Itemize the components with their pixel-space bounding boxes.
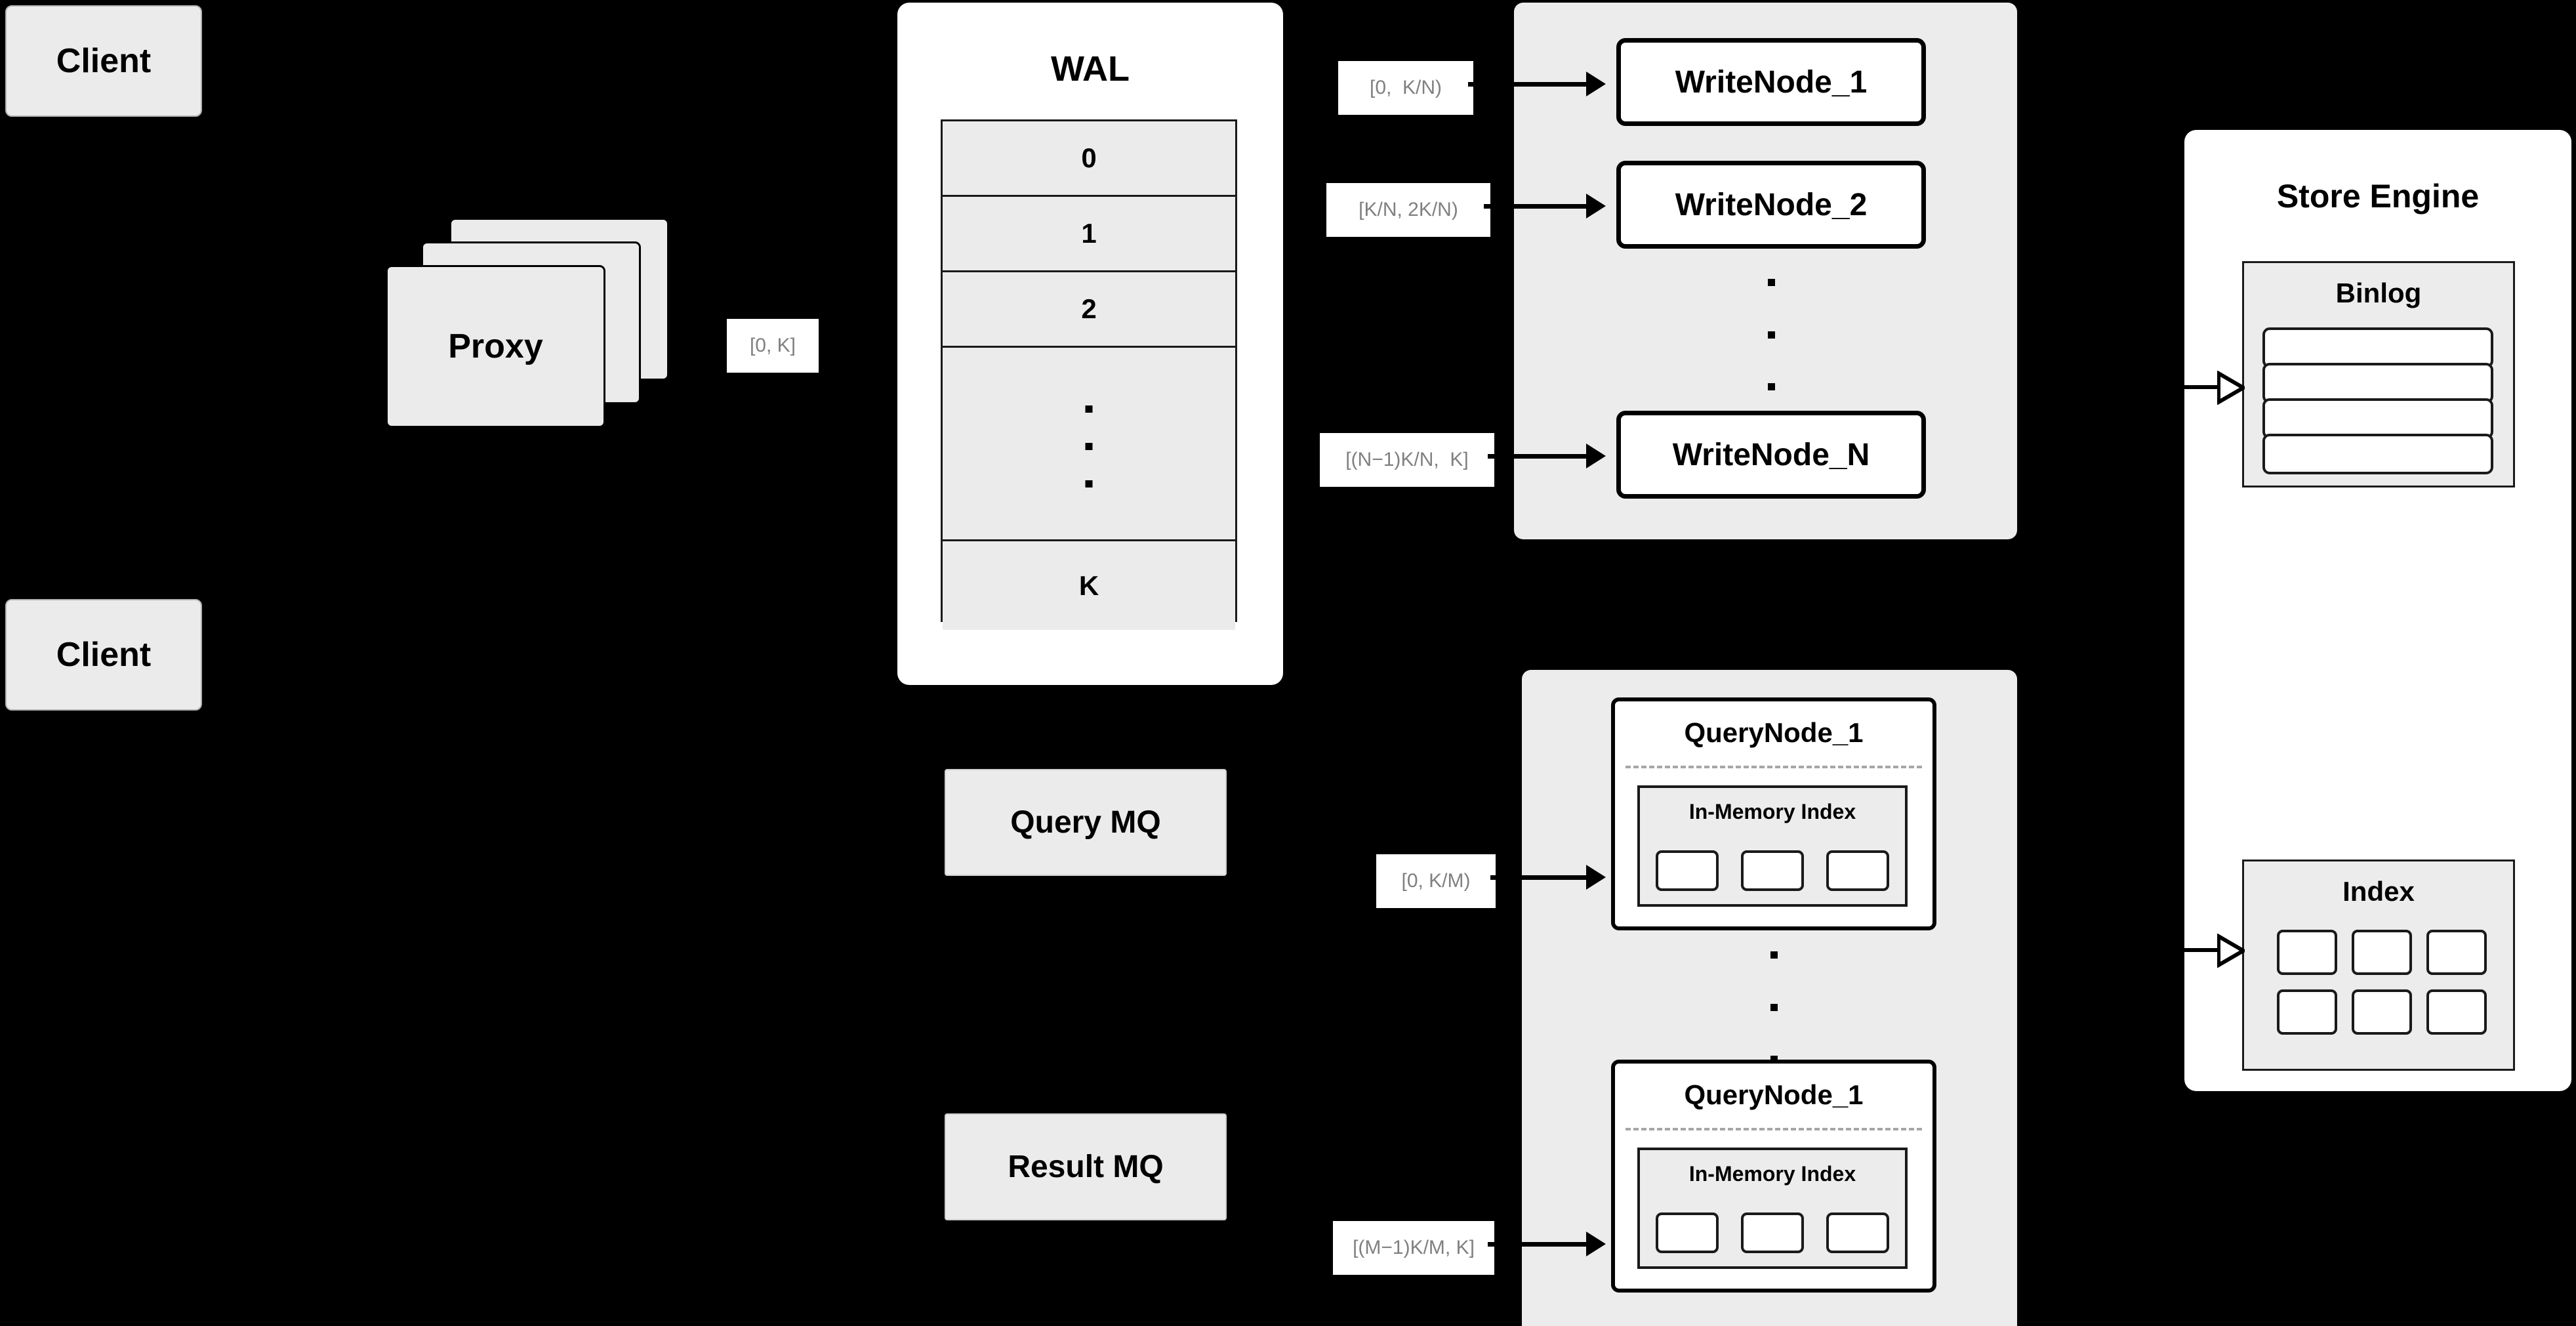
client-node-2-label: Client — [56, 636, 152, 674]
index-arrow-head-icon — [2217, 934, 2245, 968]
wal-row[interactable]: 1 — [943, 197, 1235, 272]
query-node-1[interactable]: QueryNode_1 In-Memory Index — [1611, 697, 1936, 930]
wal-vertical-dots — [1085, 405, 1093, 487]
index-cell[interactable] — [1826, 1212, 1889, 1253]
query-node-1-index-cells — [1656, 850, 1889, 891]
binlog-box: Binlog — [2242, 261, 2515, 487]
index-cell[interactable] — [2426, 930, 2487, 975]
index-cell[interactable] — [2352, 930, 2412, 975]
index-cell[interactable] — [1741, 1212, 1804, 1253]
write-node-2[interactable]: WriteNode_2 — [1616, 161, 1926, 249]
query-node-1-arrow-head — [1586, 865, 1606, 890]
write-node-n-range-label: [(N−1)K/N, K] — [1320, 433, 1494, 487]
index-cell[interactable] — [2277, 989, 2337, 1035]
write-node-2-range-label: [K/N, 2K/N) — [1326, 183, 1490, 237]
write-node-1-arrow-head — [1586, 72, 1606, 96]
index-cell[interactable] — [1656, 1212, 1719, 1253]
query-node-1-range-label: [0, K/M) — [1376, 854, 1496, 908]
wal-row[interactable]: 2 — [943, 272, 1235, 348]
binlog-row[interactable] — [2262, 327, 2493, 368]
binlog-arrow-line — [2180, 385, 2220, 389]
index-cell[interactable] — [2352, 989, 2412, 1035]
binlog-row[interactable] — [2262, 363, 2493, 404]
index-title: Index — [2342, 876, 2415, 907]
client-node-2[interactable]: Client — [5, 599, 202, 711]
client-node-1-label: Client — [56, 42, 152, 80]
index-box: Index — [2242, 860, 2515, 1071]
query-node-n[interactable]: QueryNode_1 In-Memory Index — [1611, 1060, 1936, 1293]
binlog-title: Binlog — [2335, 278, 2422, 308]
write-node-n-arrow-line — [1488, 454, 1593, 459]
index-cell[interactable] — [1741, 850, 1804, 891]
index-arrow-line — [2180, 948, 2220, 952]
binlog-arrow-head-icon — [2217, 371, 2245, 405]
proxy-node[interactable]: Proxy — [386, 265, 605, 428]
query-node-group-dots — [1770, 951, 1778, 1063]
query-mq-node[interactable]: Query MQ — [945, 769, 1227, 876]
index-cell[interactable] — [1826, 850, 1889, 891]
wal-row[interactable]: 0 — [943, 121, 1235, 197]
client-node-1[interactable]: Client — [5, 5, 202, 117]
query-node-1-label: QueryNode_1 — [1684, 717, 1864, 748]
write-node-1[interactable]: WriteNode_1 — [1616, 38, 1926, 126]
proxy-range-label: [0, K] — [727, 319, 819, 373]
query-node-n-in-memory-index: In-Memory Index — [1637, 1148, 1908, 1269]
store-engine-title: Store Engine — [2276, 178, 2480, 215]
write-node-n[interactable]: WriteNode_N — [1616, 411, 1926, 499]
wal-row-ellipsis — [943, 348, 1235, 541]
index-cell[interactable] — [2426, 989, 2487, 1035]
wal-row[interactable]: K — [943, 541, 1235, 630]
write-node-n-arrow-head — [1586, 444, 1606, 468]
query-node-n-divider — [1625, 1128, 1922, 1130]
index-cell[interactable] — [2277, 930, 2337, 975]
result-mq-node[interactable]: Result MQ — [945, 1113, 1227, 1220]
write-node-2-arrow-head — [1586, 194, 1606, 218]
index-cell-grid — [2277, 930, 2487, 1035]
query-node-n-arrow-line — [1488, 1242, 1593, 1247]
proxy-label: Proxy — [448, 327, 543, 365]
wal-title: WAL — [1051, 49, 1130, 89]
query-node-n-in-memory-index-title: In-Memory Index — [1688, 1162, 1856, 1186]
query-node-n-label: QueryNode_1 — [1684, 1079, 1864, 1110]
binlog-row[interactable] — [2262, 398, 2493, 439]
query-node-n-range-label: [(M−1)K/M, K] — [1333, 1221, 1494, 1275]
write-node-group-dots — [1767, 279, 1775, 390]
query-node-1-in-memory-index-title: In-Memory Index — [1688, 800, 1856, 823]
binlog-row[interactable] — [2262, 434, 2493, 474]
wal-row-list: 0 1 2 K — [941, 119, 1237, 630]
index-cell[interactable] — [1656, 850, 1719, 891]
query-node-1-in-memory-index: In-Memory Index — [1637, 785, 1908, 907]
query-node-1-arrow-line — [1490, 875, 1593, 880]
write-node-1-range-label: [0, K/N) — [1338, 61, 1473, 115]
write-node-2-arrow-line — [1484, 204, 1593, 209]
binlog-row-list — [2262, 327, 2493, 474]
query-node-n-index-cells — [1656, 1212, 1889, 1253]
query-node-1-divider — [1625, 766, 1922, 768]
write-node-1-arrow-line — [1468, 82, 1593, 87]
query-node-n-arrow-head — [1586, 1232, 1606, 1256]
